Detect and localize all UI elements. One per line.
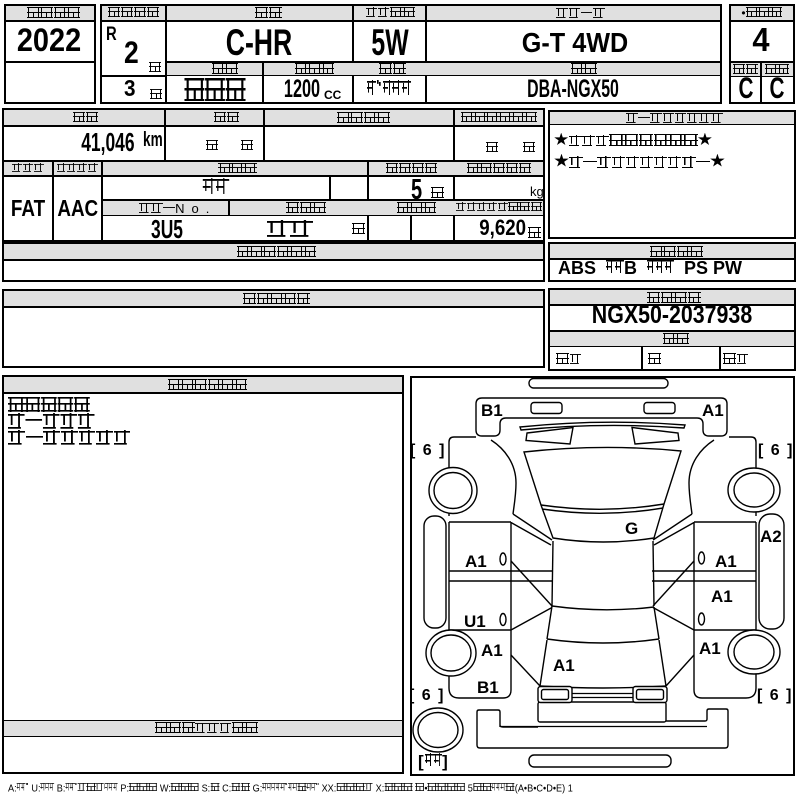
svg-text:G: G: [625, 519, 638, 538]
svg-text:B1: B1: [481, 401, 503, 420]
svg-text:B1: B1: [477, 678, 499, 697]
svg-text:U1: U1: [464, 612, 486, 631]
svg-text:[ 6 ]: [ 6 ]: [757, 687, 793, 704]
svg-text:A1: A1: [481, 641, 503, 660]
svg-text:A1: A1: [715, 552, 737, 571]
svg-text:A2: A2: [760, 527, 782, 546]
svg-text:A1: A1: [465, 552, 487, 571]
svg-text:[ 6 ]: [ 6 ]: [410, 442, 446, 459]
svg-text:[ 6 ]: [ 6 ]: [758, 442, 794, 459]
svg-text:A1: A1: [702, 401, 724, 420]
svg-text:A1: A1: [699, 639, 721, 658]
svg-text:A1: A1: [553, 656, 575, 675]
svg-text:A1: A1: [711, 587, 733, 606]
svg-text:[ 6 ]: [ 6 ]: [410, 687, 445, 704]
